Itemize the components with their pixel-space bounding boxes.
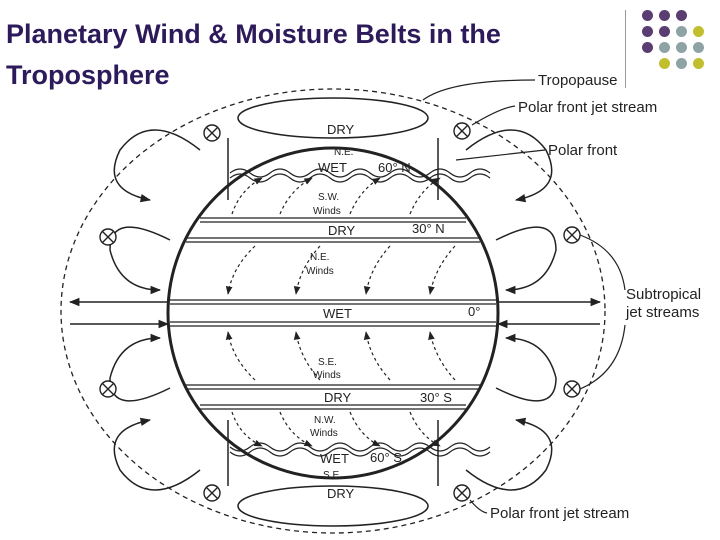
dot bbox=[693, 26, 704, 37]
label-nw-winds-1: N.W. bbox=[314, 415, 336, 426]
dot bbox=[693, 42, 704, 53]
dot bbox=[693, 58, 704, 69]
label-lat-0: 0° bbox=[468, 304, 480, 319]
dot bbox=[659, 10, 670, 21]
label-wet-south: WET bbox=[320, 451, 349, 466]
label-wet-equator: WET bbox=[323, 306, 352, 321]
callout-lines bbox=[422, 79, 626, 514]
callout-subtropical-2: jet streams bbox=[625, 304, 699, 321]
dot bbox=[676, 42, 687, 53]
jet-symbol bbox=[453, 484, 471, 502]
label-lat-60s: 60° S bbox=[370, 450, 402, 465]
callout-tropopause: Tropopause bbox=[538, 72, 618, 89]
jet-symbol bbox=[99, 380, 117, 398]
callout-subtropical-1: Subtropical bbox=[626, 286, 701, 303]
label-dry-30s: DRY bbox=[324, 390, 352, 405]
dot bbox=[659, 58, 670, 69]
label-sw-winds-2: Winds bbox=[313, 206, 341, 217]
dot bbox=[676, 26, 687, 37]
label-dry-bottom: DRY bbox=[327, 486, 355, 501]
label-ne-winds-2: Winds bbox=[306, 266, 334, 277]
label-wet-north: WET bbox=[318, 160, 347, 175]
jet-symbol bbox=[203, 124, 221, 142]
label-se-winds-1: S.E. bbox=[318, 357, 337, 368]
dot bbox=[659, 26, 670, 37]
earth-circle bbox=[166, 146, 500, 480]
jet-symbol bbox=[203, 484, 221, 502]
jet-stream-symbols bbox=[99, 122, 581, 502]
dot bbox=[676, 10, 687, 21]
label-lat-60n: 60° N bbox=[378, 160, 411, 175]
label-lat-30n: 30° N bbox=[412, 221, 445, 236]
jet-symbol bbox=[563, 226, 581, 244]
callout-polar-jet-top: Polar front jet stream bbox=[518, 99, 657, 116]
dot bbox=[642, 26, 653, 37]
label-dry-30n: DRY bbox=[328, 223, 356, 238]
jet-symbol bbox=[563, 380, 581, 398]
circulation-cells bbox=[68, 97, 602, 527]
callout-polar-front: Polar front bbox=[548, 142, 618, 159]
label-dry-top: DRY bbox=[327, 122, 355, 137]
page-title: Planetary Wind & Moisture Belts in the T… bbox=[6, 19, 501, 90]
callout-polar-jet-bottom: Polar front jet stream bbox=[490, 505, 629, 522]
dot bbox=[642, 42, 653, 53]
label-ne-winds-1: N.E. bbox=[310, 252, 329, 263]
label-se-bottom: S.E. bbox=[323, 470, 342, 481]
dot bbox=[676, 58, 687, 69]
label-nw-winds-2: Winds bbox=[310, 428, 338, 439]
label-lat-30s: 30° S bbox=[420, 390, 452, 405]
label-se-winds-2: Winds bbox=[313, 370, 341, 381]
latitude-bands bbox=[170, 168, 496, 457]
label-sw-winds-1: S.W. bbox=[318, 192, 339, 203]
tropopause-outline bbox=[60, 88, 606, 534]
jet-symbol bbox=[99, 228, 117, 246]
dot bbox=[659, 42, 670, 53]
label-ne-top: N.E. bbox=[334, 147, 353, 158]
title-divider bbox=[625, 10, 626, 88]
jet-symbol bbox=[453, 122, 471, 140]
dot bbox=[642, 10, 653, 21]
surface-wind-arrows bbox=[225, 177, 456, 447]
